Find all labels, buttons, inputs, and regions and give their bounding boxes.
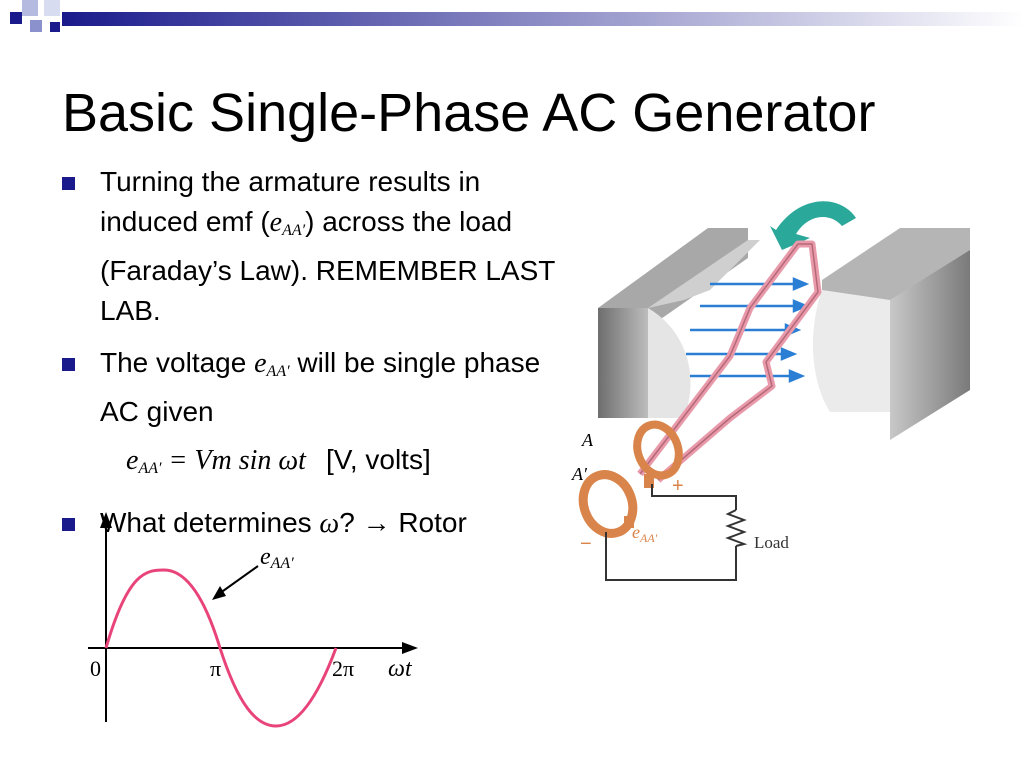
bullet-text: ? → Rotor	[339, 507, 467, 538]
bullet-omega: What determines ω? → Rotor	[62, 503, 582, 544]
bullet-text: Turning the armature results in induced …	[100, 166, 481, 237]
bullet-marker	[62, 518, 75, 531]
label-pointer-arrow	[212, 586, 226, 600]
equation-unit: [V, volts]	[325, 444, 431, 475]
external-circuit	[605, 484, 737, 581]
south-pole-magnet	[812, 228, 970, 440]
emf-symbol: eAA′	[269, 207, 306, 239]
omega-symbol: ω	[319, 508, 340, 539]
bullet-marker	[62, 177, 75, 190]
north-pole-magnet	[598, 228, 760, 418]
bullet-voltage: The voltage eAA′ will be single phase AC…	[62, 343, 582, 432]
sine-waveform-figure: eAA′ 0 π 2π ωt	[88, 512, 418, 728]
bullet-text: will be single phase AC given	[100, 347, 541, 427]
generator-illustration: A A′ + − eAA′ Load	[571, 201, 970, 581]
tick-label-pi: π	[210, 656, 221, 681]
slide-title: Basic Single-Phase AC Generator	[62, 83, 876, 143]
tick-label-zero: 0	[90, 656, 101, 681]
voltage-equation: eAA′ = Vm sin ωt[V, volts]	[126, 444, 431, 477]
bullet-marker	[62, 358, 75, 371]
label-a-prime: A′	[571, 464, 588, 484]
bullet-text: What determines	[100, 507, 320, 538]
x-axis-label: ωt	[388, 656, 413, 682]
sine-curve	[104, 568, 338, 728]
bullet-faraday: Turning the armature results in induced …	[62, 162, 582, 331]
voltage-symbol: eAA′	[254, 348, 290, 380]
tick-label-2pi: 2π	[332, 656, 354, 681]
corner-decoration	[0, 0, 1024, 40]
label-emf: eAA′	[632, 522, 658, 545]
bullet-text: The voltage	[100, 347, 255, 378]
brush-a-prime	[624, 516, 634, 528]
bullet-list: Turning the armature results in induced …	[62, 162, 582, 556]
label-minus: −	[580, 533, 592, 555]
brush-a	[644, 474, 654, 488]
bullet-text: ) across the load (Faraday’s Law). REMEM…	[100, 206, 555, 326]
rotation-arrow	[770, 201, 856, 250]
load-resistor	[725, 509, 748, 547]
label-a: A	[581, 430, 594, 450]
curve-label: eAA′	[260, 544, 294, 572]
y-axis-arrow	[100, 512, 112, 528]
x-axis-arrow	[402, 642, 418, 654]
label-load: Load	[754, 533, 789, 552]
slip-ring-a	[633, 420, 683, 480]
label-plus: +	[672, 475, 684, 497]
slip-ring-a-prime	[578, 470, 638, 538]
